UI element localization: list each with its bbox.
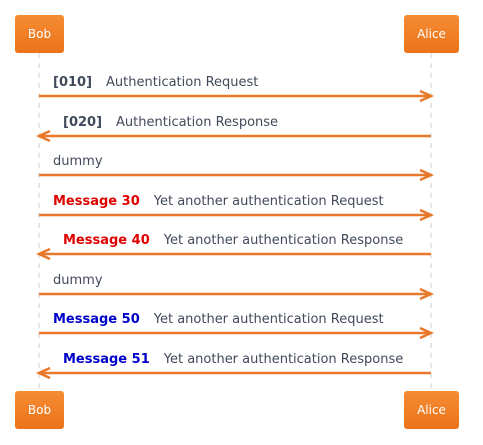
message-text: dummy <box>53 273 103 288</box>
message-text: Yet another authentication Response <box>163 352 403 367</box>
message-text: Authentication Response <box>116 115 278 130</box>
message-6: dummy <box>39 273 435 301</box>
participant-alice-top: Alice <box>404 15 459 53</box>
participant-alice-bottom: Alice <box>404 391 459 429</box>
arrow-head-left-icon <box>35 129 51 143</box>
participant-bob-label: Bob <box>28 403 51 417</box>
message-label: dummy <box>53 273 103 288</box>
message-7: Message 50 Yet another authentication Req… <box>39 312 435 340</box>
message-8: Message 51 Yet another authentication Res… <box>35 352 431 380</box>
arrow-head-right-icon <box>419 168 435 182</box>
sequence-number: [020] <box>63 115 102 130</box>
sequence-number: [010] <box>53 75 92 90</box>
message-text: Yet another authentication Request <box>153 194 384 209</box>
message-5: Message 40 Yet another authentication Res… <box>35 233 431 261</box>
participant-bob-label: Bob <box>28 27 51 41</box>
message-3: dummy <box>39 154 435 182</box>
message-4: Message 30 Yet another authentication Req… <box>39 194 435 222</box>
participant-alice-label: Alice <box>417 403 446 417</box>
arrow-head-right-icon <box>419 89 435 103</box>
arrow-head-right-icon <box>419 208 435 222</box>
arrow-head-right-icon <box>419 287 435 301</box>
message-label: Message 50 Yet another authentication Req… <box>53 312 384 327</box>
message-label: Message 51 Yet another authentication Res… <box>63 352 403 367</box>
message-2: [020] Authentication Response <box>35 115 431 143</box>
sequence-number: Message 30 <box>53 194 140 209</box>
message-label: Message 40 Yet another authentication Res… <box>63 233 403 248</box>
message-label: [010] Authentication Request <box>53 75 258 90</box>
sequence-number: Message 40 <box>63 233 150 248</box>
arrow-head-left-icon <box>35 247 51 261</box>
participant-alice-label: Alice <box>417 27 446 41</box>
participant-bob-top: Bob <box>15 15 64 53</box>
message-text: Yet another authentication Response <box>163 233 403 248</box>
message-list: [010] Authentication Request [020] Authenti… <box>35 75 435 380</box>
message-1: [010] Authentication Request <box>39 75 435 103</box>
message-text: dummy <box>53 154 103 169</box>
arrow-head-left-icon <box>35 366 51 380</box>
participant-bob-bottom: Bob <box>15 391 64 429</box>
message-label: [020] Authentication Response <box>63 115 278 130</box>
sequence-number: Message 51 <box>63 352 150 367</box>
message-label: dummy <box>53 154 103 169</box>
arrow-head-right-icon <box>419 326 435 340</box>
sequence-number: Message 50 <box>53 312 140 327</box>
message-text: Yet another authentication Request <box>153 312 384 327</box>
message-label: Message 30 Yet another authentication Req… <box>53 194 384 209</box>
message-text: Authentication Request <box>106 75 258 90</box>
